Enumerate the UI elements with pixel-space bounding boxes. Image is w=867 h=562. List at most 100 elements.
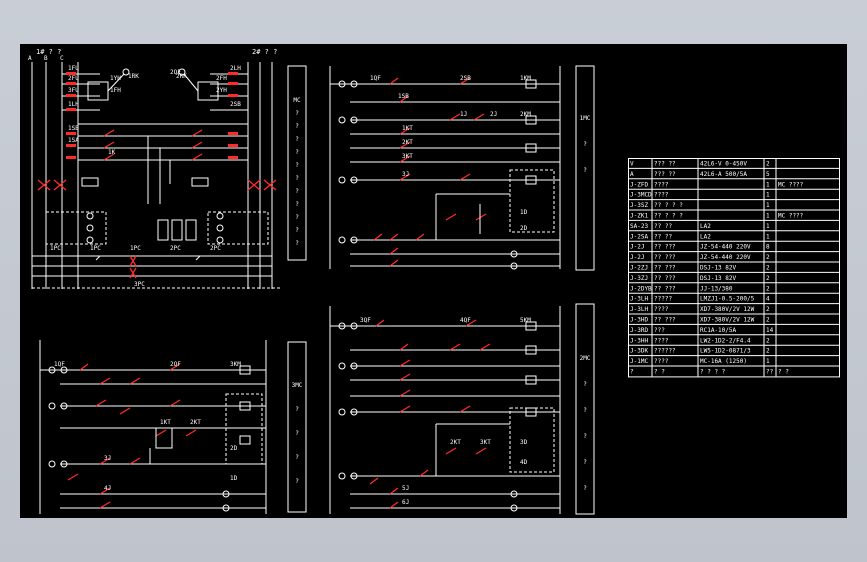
ladder-bc-label-5: 5J	[402, 485, 409, 492]
panel-label-bottom-center-5: ?	[583, 485, 587, 492]
ladder-top-label-8: 1J	[460, 111, 467, 118]
table-cell-13-0: J-3LH	[630, 296, 648, 303]
table-cell-18-3: 2	[766, 348, 770, 355]
panel-label-top-left-2: ?	[295, 123, 299, 130]
table-cell-16-3: 14	[766, 327, 774, 334]
table-cell-17-3: 2	[766, 337, 770, 344]
table-cell-7-0: J-2SA	[630, 233, 648, 240]
table-cell-12-3: 2	[766, 285, 770, 292]
control-ladder-bottom-left	[39, 340, 267, 514]
right-power-title: 2# ? ?	[252, 48, 277, 56]
table-cell-16-1: ???	[654, 327, 665, 334]
table-cell-1-3: 5	[766, 171, 770, 178]
table-cell-18-1: ??????	[654, 348, 676, 355]
ladder-bl-label-7: 1D	[230, 475, 238, 482]
control-ladder-top	[329, 66, 561, 270]
table-cell-1-0: A	[630, 171, 634, 178]
table-cell-4-0: J-3SZ	[630, 202, 648, 209]
ladder-top-label-12: 2D	[520, 225, 528, 232]
drawing-canvas[interactable]: 1# ? ? 2# ? ?	[20, 44, 847, 518]
component-label-10: 2LH	[230, 65, 241, 72]
component-label-8: 1SA	[68, 137, 79, 144]
table-cell-11-3: 2	[766, 275, 770, 282]
panel-label-bottom-center-1: ?	[583, 381, 587, 388]
table-cell-13-3: 4	[766, 296, 770, 303]
panel-label-top-left-9: ?	[295, 214, 299, 221]
panel-label-bottom-center-0: 2MC	[579, 355, 591, 362]
table-cell-10-2: DSJ-13 82V	[700, 265, 737, 272]
component-label-1: 2FU	[68, 75, 79, 82]
table-cell-8-3: 8	[766, 244, 770, 251]
table-cell-11-2: DSJ-13 82V	[700, 275, 737, 282]
table-cell-1-1: ??? ??	[654, 171, 676, 178]
table-cell-6-3: 1	[766, 223, 770, 230]
table-cell-0-1: ??? ??	[654, 161, 676, 168]
table-cell-0-0: V	[630, 161, 634, 168]
table-cell-3-0: J-3MCD	[630, 192, 652, 199]
ladder-bl-label-0: 1QF	[54, 361, 65, 368]
ladder-bc-label-1: 4QF	[460, 317, 471, 324]
table-cell-11-1: ?? ???	[654, 275, 676, 282]
ladder-top-label-0: 1QF	[370, 75, 381, 82]
table-cell-8-0: J-2J	[630, 244, 644, 251]
panel-label-bottom-left-3: ?	[295, 454, 299, 461]
table-cell-11-0: J-3ZJ	[630, 275, 648, 282]
table-cell-17-0: J-3HH	[630, 337, 648, 344]
panel-label-bottom-center-4: ?	[583, 459, 587, 466]
component-label-15: 2SB	[230, 101, 241, 108]
table-cell-14-2: XD7-380V/2V 12W	[700, 306, 755, 313]
table-cell-5-0: J-ZK1	[630, 213, 648, 220]
table-cell-14-0: J-3LH	[630, 306, 648, 313]
ladder-bl-label-3: 1KT	[160, 419, 171, 426]
component-label-12: 2FH	[216, 75, 227, 82]
panel-label-top-left-10: ?	[295, 227, 299, 234]
bottom-label-3: 2PC	[170, 245, 181, 252]
ladder-bc-label-4: 3KT	[480, 439, 491, 446]
terminal-label-0: A	[28, 55, 32, 62]
panel-label-bottom-center-2: ?	[583, 407, 587, 414]
table-cell-2-3: 1	[766, 181, 770, 188]
table-cell-20-1: ? ?	[654, 369, 665, 376]
table-cell-9-0: J-2J	[630, 254, 644, 261]
ladder-bl-label-2: 3KM	[230, 361, 241, 368]
bottom-label-1: 1PC	[90, 245, 101, 252]
table-cell-20-3: ??	[766, 369, 774, 376]
panel-label-bottom-left-4: ?	[295, 478, 299, 485]
component-label-0: 1FU	[68, 65, 79, 72]
panel-labels-bottom-center: 2MC?????	[576, 346, 594, 502]
ladder-bc-label-6: 6J	[402, 499, 409, 506]
ladder-bl-label-6: 4J	[104, 485, 111, 492]
table-cell-10-0: J-2ZJ	[630, 265, 648, 272]
table-cell-19-2: MC-16A (1250)	[700, 358, 747, 365]
table-cell-12-1: ?? ???	[654, 285, 676, 292]
ladder-top-label-6: 2KT	[402, 139, 413, 146]
panel-label-top-center-1: ?	[583, 141, 587, 148]
table-cell-4-3: 1	[766, 202, 770, 209]
panel-label-top-left-11: ?	[295, 240, 299, 247]
bottom-label-4: 2PC	[210, 245, 221, 252]
table-cell-12-2: JJ-13/380	[700, 285, 733, 292]
table-cell-19-0: J-1MC	[630, 358, 648, 365]
terminal-label-1: B	[44, 55, 48, 62]
control-ladder-bottom-center	[329, 306, 561, 514]
bottom-label-5: 3PC	[134, 281, 145, 288]
bottom-label-0: 1PC	[50, 245, 61, 252]
table-cell-17-1: ????	[654, 337, 669, 344]
left-power-title: 1# ? ?	[36, 48, 61, 56]
table-cell-9-1: ?? ???	[654, 254, 676, 261]
panel-frame-top-center	[575, 65, 595, 271]
panel-label-top-left-7: ?	[295, 188, 299, 195]
component-label-9: 1K	[108, 149, 116, 156]
ladder-top-label-7: 3KT	[402, 153, 413, 160]
table-cell-4-1: ?? ? ? ?	[654, 202, 683, 209]
panel-label-bottom-left-2: ?	[295, 430, 299, 437]
panel-label-top-left-8: ?	[295, 201, 299, 208]
component-label-4: 1FH	[110, 87, 121, 94]
table-cell-1-2: 42L6-A 500/5A	[700, 171, 747, 178]
ladder-bl-label-8: 2D	[230, 445, 238, 452]
schematic-drawing: 1# ? ? 2# ? ?	[28, 48, 595, 515]
table-cell-10-3: 2	[766, 265, 770, 272]
table-cell-16-2: RC1A-10/5A	[700, 327, 737, 334]
component-label-11: 2QF	[170, 69, 181, 76]
